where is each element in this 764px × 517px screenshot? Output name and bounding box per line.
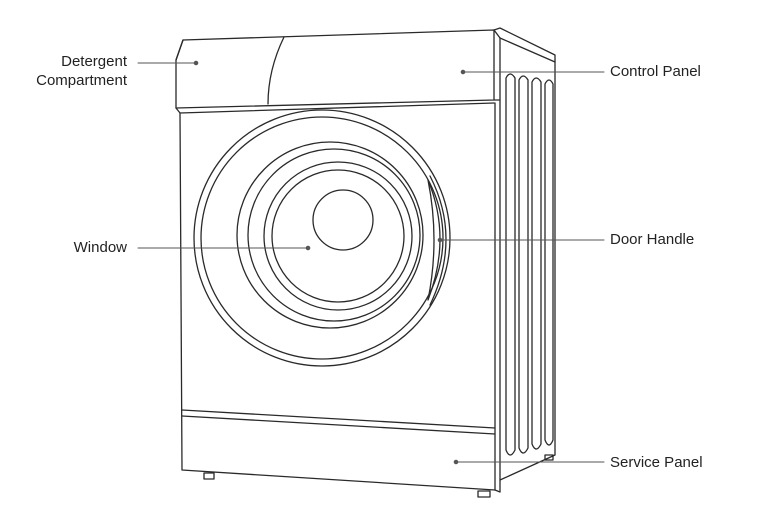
label-window: Window — [73, 239, 127, 256]
door — [193, 109, 451, 367]
machine-body-front — [179, 102, 496, 491]
control-panel-block — [175, 29, 495, 114]
label-control-panel: Control Panel — [610, 63, 701, 80]
feet — [203, 454, 554, 498]
machine-body-side — [494, 59, 556, 493]
side-ribs — [505, 73, 554, 456]
service-panel-shape — [181, 409, 496, 435]
label-door-handle: Door Handle — [610, 231, 695, 248]
label-detergent-line1: Detergent — [61, 53, 127, 70]
side-top-face — [493, 27, 556, 101]
window — [236, 141, 424, 329]
label-service-panel: Service Panel — [610, 454, 703, 471]
leader-lines — [137, 60, 605, 465]
label-detergent-line2: Compartment — [36, 72, 127, 89]
door-handle-shape — [427, 175, 447, 306]
label-detergent-compartment: Detergent Compartment — [0, 52, 127, 90]
